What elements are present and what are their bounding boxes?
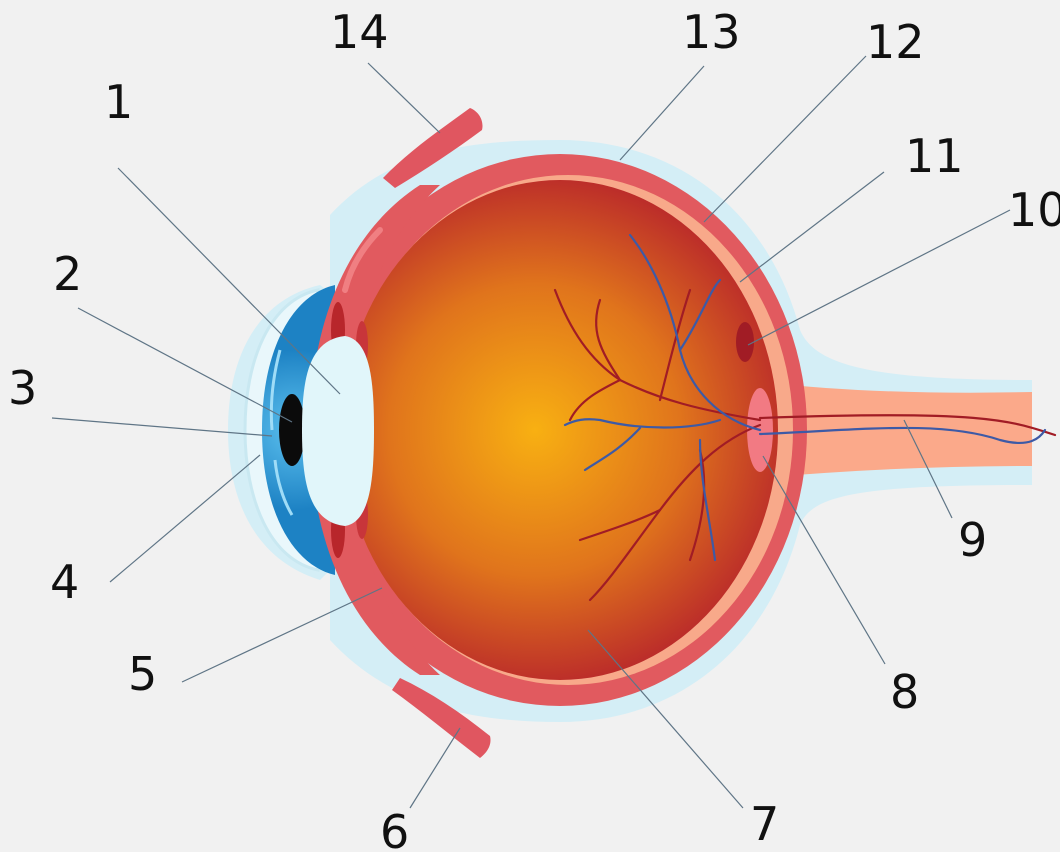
label-4: 4 [50, 555, 79, 609]
label-9: 9 [958, 513, 987, 567]
leader-line-12 [704, 56, 866, 222]
lens [302, 336, 374, 526]
label-14: 14 [330, 5, 389, 59]
leader-line-11 [740, 172, 884, 282]
label-1: 1 [104, 75, 133, 129]
leader-line-6 [410, 728, 460, 808]
macula [736, 322, 754, 362]
vitreous-body [342, 180, 778, 680]
leader-line-4 [110, 455, 260, 582]
label-13: 13 [682, 5, 741, 59]
leader-line-1 [118, 168, 340, 394]
label-5: 5 [128, 647, 157, 701]
label-12: 12 [866, 15, 925, 69]
label-7: 7 [750, 797, 779, 851]
label-2: 2 [53, 247, 82, 301]
leader-line-10 [748, 210, 1010, 345]
label-11: 11 [905, 129, 964, 183]
label-3: 3 [8, 361, 37, 415]
label-10: 10 [1008, 183, 1060, 237]
label-6: 6 [380, 805, 409, 852]
leader-line-14 [368, 63, 440, 133]
leader-line-13 [620, 66, 704, 160]
pupil [279, 394, 305, 466]
label-8: 8 [890, 665, 919, 719]
